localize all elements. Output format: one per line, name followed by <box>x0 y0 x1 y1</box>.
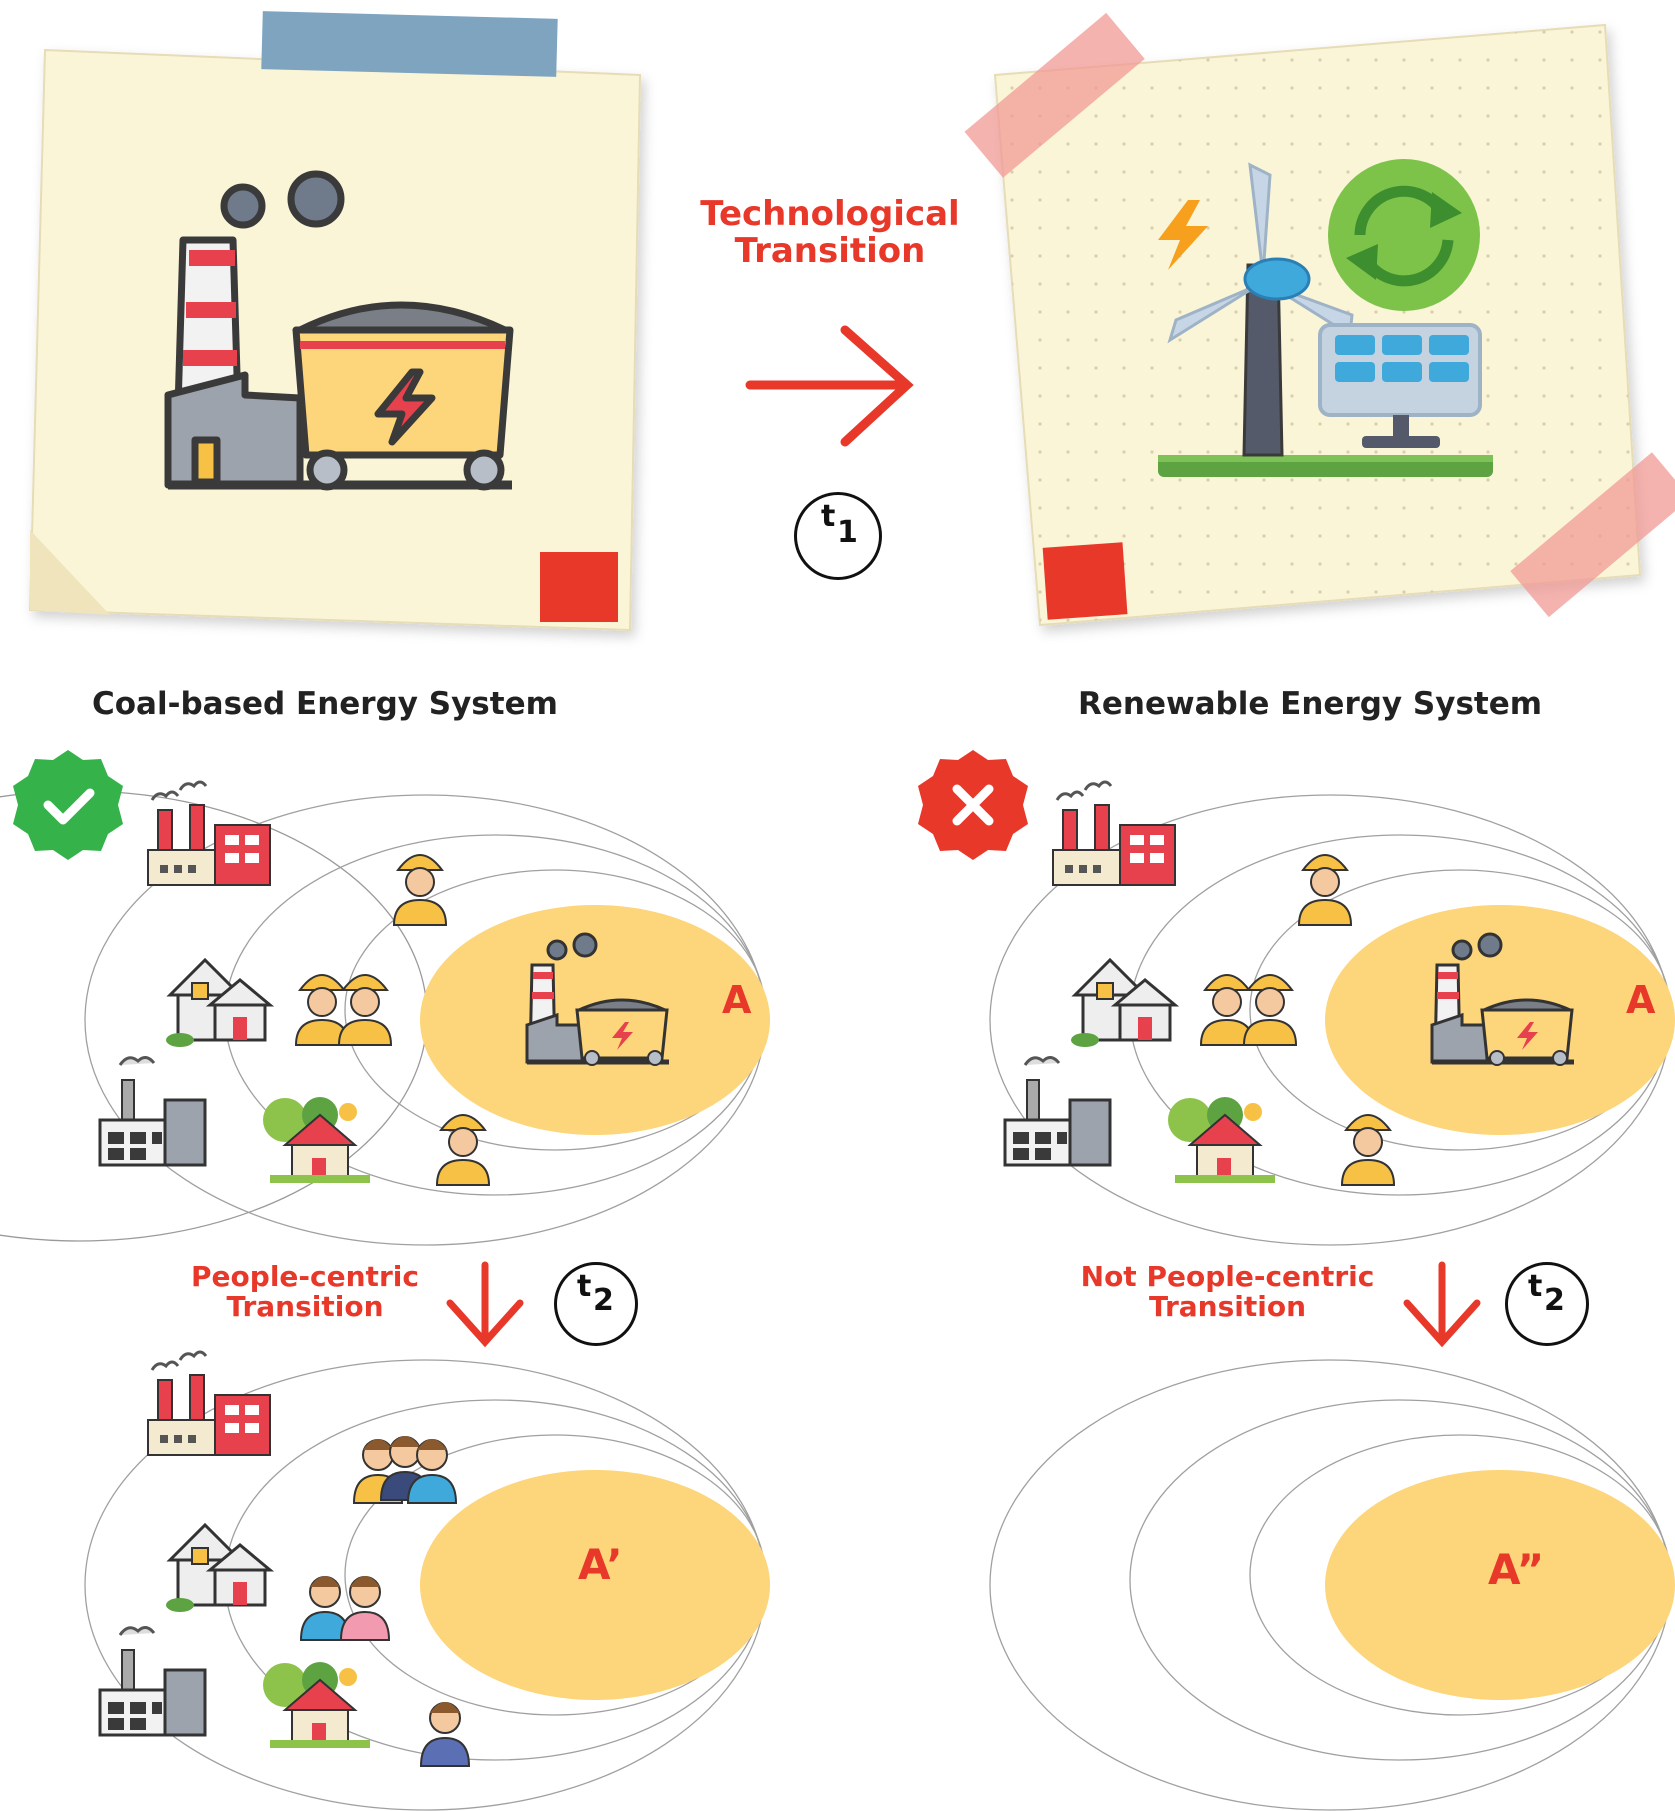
renewable-energy-icon <box>1158 159 1493 477</box>
technological-transition-label: Technological Transition <box>690 196 970 269</box>
blue-tape <box>261 11 558 77</box>
coal-plant-icon <box>164 170 514 491</box>
worker-woman-icon <box>393 854 447 926</box>
grey-factory-icon <box>98 1625 207 1737</box>
t2-badge-left-letter: t <box>577 1269 592 1304</box>
pink-tape-top <box>964 12 1145 178</box>
not-people-centric-transition-label: Not People-centric Transition <box>1055 1260 1400 1324</box>
ring-label-coal-before: A <box>722 978 752 1022</box>
check-badge-icon <box>13 750 123 860</box>
cross-badge-icon <box>918 750 1028 860</box>
workers-pair-icon <box>295 974 392 1046</box>
red-corner-square <box>1042 542 1128 620</box>
grey-factory-icon <box>98 1055 207 1167</box>
down-arrow-left <box>446 1261 524 1348</box>
red-corner-square <box>540 552 618 622</box>
t2-badge-right: t 2 <box>1505 1262 1589 1346</box>
core-coal-after <box>420 1470 770 1700</box>
people-centric-line1: People-centric <box>191 1260 419 1293</box>
miner-icon <box>436 1114 490 1186</box>
ring-label-renewable-after: A” <box>1488 1545 1545 1594</box>
technological-transition-line2: Transition <box>734 230 926 271</box>
t2-badge-left-subscript: 2 <box>593 1283 614 1318</box>
houses-icon <box>1069 958 1177 1049</box>
tree-house-icon <box>262 1661 371 1749</box>
ring-label-coal-after: A’ <box>578 1540 623 1589</box>
down-arrow-right <box>1403 1261 1481 1348</box>
people-centric-transition-label: People-centric Transition <box>155 1260 455 1324</box>
t2-badge-left: t 2 <box>554 1262 638 1346</box>
t1-badge-letter: t <box>821 499 836 534</box>
t2-badge-right-letter: t <box>1528 1269 1543 1304</box>
industrial-factory-icon <box>1051 780 1177 887</box>
industrial-factory-icon <box>146 1350 272 1457</box>
professionals-group-icon <box>353 1435 457 1504</box>
houses-icon <box>164 958 272 1049</box>
not-people-centric-line1: Not People-centric <box>1080 1260 1375 1293</box>
tree-house-icon <box>1167 1096 1276 1184</box>
t1-badge: t 1 <box>794 492 882 580</box>
miner-icon <box>1341 1114 1395 1186</box>
sticky-note-renewable <box>964 12 1675 627</box>
t1-badge-subscript: 1 <box>837 515 858 550</box>
not-people-centric-line2: Transition <box>1148 1290 1307 1324</box>
pink-tape-bottom <box>1510 452 1675 618</box>
renewable-heading: Renewable Energy System <box>1078 686 1543 722</box>
industrial-factory-icon <box>146 780 272 887</box>
people-centric-line2: Transition <box>226 1290 384 1324</box>
houses-icon <box>164 1523 272 1614</box>
technological-arrow <box>745 325 914 447</box>
coal-heading: Coal-based Energy System <box>92 686 558 722</box>
t2-badge-right-subscript: 2 <box>1544 1283 1565 1318</box>
worker-woman-icon <box>1298 854 1352 926</box>
ring-label-renewable-before: A <box>1626 978 1656 1022</box>
core-renewable-after <box>1325 1470 1675 1700</box>
woman-thumbs-up-icon <box>420 1701 470 1767</box>
grey-factory-icon <box>1003 1055 1112 1167</box>
workers-pair-icon <box>1200 974 1297 1046</box>
technological-transition-line1: Technological <box>700 194 960 234</box>
tree-house-icon <box>262 1096 371 1184</box>
